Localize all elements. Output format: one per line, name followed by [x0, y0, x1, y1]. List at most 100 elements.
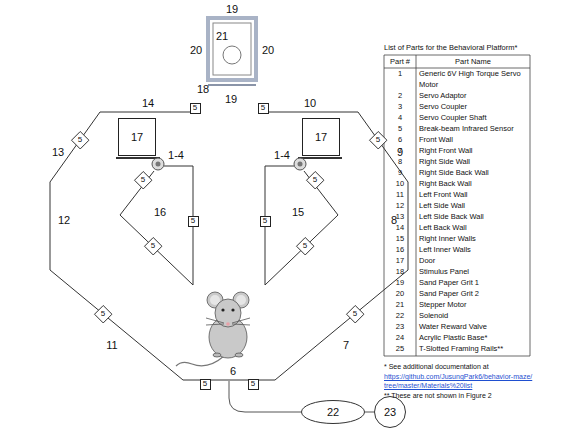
table-title: List of Parts for the Behavioral Platfor…: [384, 42, 517, 53]
callout-number: 12: [58, 215, 70, 226]
ellipse-outline: [375, 397, 406, 428]
part-number: 16: [384, 244, 416, 255]
sensor-diamond: 5: [134, 171, 152, 189]
mouse-nose: [226, 322, 230, 326]
diamond-outline: [134, 171, 151, 188]
callout-number: 19: [225, 94, 237, 105]
part-number: 21: [384, 299, 416, 310]
servo-hinge-core: [298, 162, 303, 167]
callout-number: 11: [106, 340, 117, 351]
callout-number: 13: [52, 147, 64, 158]
diamond-outline: [369, 131, 386, 148]
node-text: 5: [203, 380, 207, 388]
left-inner-wall: [120, 166, 193, 285]
node-text: 5: [141, 176, 145, 184]
table-rule: [384, 55, 530, 56]
callout-number: 16: [154, 207, 166, 218]
node-text: 5: [303, 242, 307, 250]
mouse-whisker: [232, 318, 250, 323]
sensor-diamond: 5: [346, 305, 364, 323]
callout-number: 1-4: [168, 150, 184, 161]
node-text: 5: [376, 136, 380, 144]
servo-hinge: [152, 158, 164, 170]
part-name: Left Back Wall: [419, 222, 527, 233]
callout-number: 7: [343, 340, 349, 351]
callout-number: 6: [230, 366, 236, 377]
part-number: 1: [384, 68, 416, 79]
part-name: Solenoid: [419, 310, 527, 321]
solenoid-oval: 22: [301, 400, 365, 424]
mouse-whisker: [232, 324, 250, 325]
door-box: 17: [302, 118, 340, 156]
part-name: T-Slotted Framing Rails**: [419, 343, 527, 354]
diamond-outline: [306, 171, 323, 188]
node-text: 5: [101, 310, 105, 318]
door-edge: [298, 157, 342, 159]
footnote: ** These are not shown in Figure 2: [384, 391, 534, 400]
part-name: Right Side Wall: [419, 156, 527, 167]
part-name: Left Side Wall: [419, 200, 527, 211]
part-number: 15: [384, 233, 416, 244]
ellipse-outline: [302, 401, 365, 424]
mouse-tail: [176, 356, 224, 366]
part-number: 25: [384, 343, 416, 354]
part-number: 4: [384, 112, 416, 123]
diamond-outline: [296, 237, 313, 254]
node-text: 23: [384, 407, 396, 418]
part-number: 6: [384, 134, 416, 145]
part-number: 10: [384, 178, 416, 189]
part-name: Left Front Wall: [419, 189, 527, 200]
door-edge: [116, 157, 160, 159]
callout-number: 14: [142, 98, 154, 109]
part-name: Generic 6V High Torque Servo Motor: [419, 68, 527, 90]
right-inner-wall: [265, 166, 338, 285]
node-text: 22: [327, 407, 339, 418]
mouse-body: [209, 316, 247, 358]
node-text: 5: [263, 217, 267, 225]
callout-number: 21: [216, 31, 228, 42]
callout-number: 15: [292, 207, 304, 218]
table-header: Part #: [384, 56, 416, 67]
mouse-whisker: [206, 324, 224, 325]
part-name: Acrylic Plastic Base*: [419, 332, 527, 343]
mouse-foot: [235, 353, 243, 357]
sensor-square: 5: [190, 103, 201, 114]
part-name: Sand Paper Grit 2: [419, 288, 527, 299]
sandpaper-frame: [208, 18, 256, 80]
sensor-square: 5: [258, 103, 269, 114]
part-number: 19: [384, 277, 416, 288]
sensor-diamond: 5: [71, 131, 89, 149]
diamond-outline: [94, 305, 111, 322]
callout-number: 20: [262, 45, 274, 56]
footnote: https://github.com/JusungPark6/behavior-…: [384, 372, 534, 390]
callout-number: 18: [197, 84, 209, 95]
connector-line: [365, 412, 374, 413]
door-box: 17: [118, 118, 156, 156]
part-name: Left Inner Walls: [419, 244, 527, 255]
mouse-foot: [213, 353, 221, 357]
sensor-square: 5: [260, 216, 271, 227]
part-number: 24: [384, 332, 416, 343]
part-name: Front Wall: [419, 134, 527, 145]
node-text: 17: [315, 132, 327, 143]
part-name: Left Side Back Wall: [419, 211, 527, 222]
outer-wall: [50, 112, 408, 380]
part-number: 3: [384, 101, 416, 112]
table-header: Part Name: [416, 56, 530, 67]
part-name: Servo Adaptor: [419, 90, 527, 101]
node-text: 5: [313, 176, 317, 184]
table-rule: [384, 68, 530, 69]
mouse: [176, 292, 250, 366]
part-name: Sand Paper Grit 1: [419, 277, 527, 288]
node-text: 5: [251, 380, 255, 388]
node-text: 5: [78, 136, 82, 144]
part-number: 13: [384, 211, 416, 222]
diamond-outline: [71, 131, 88, 148]
part-number: 12: [384, 200, 416, 211]
stimulus-panel: [208, 18, 256, 85]
part-number: 20: [384, 288, 416, 299]
mouse-whisker: [206, 318, 224, 323]
part-number: 23: [384, 321, 416, 332]
mouse-eye: [231, 308, 234, 311]
part-number: 8: [384, 156, 416, 167]
